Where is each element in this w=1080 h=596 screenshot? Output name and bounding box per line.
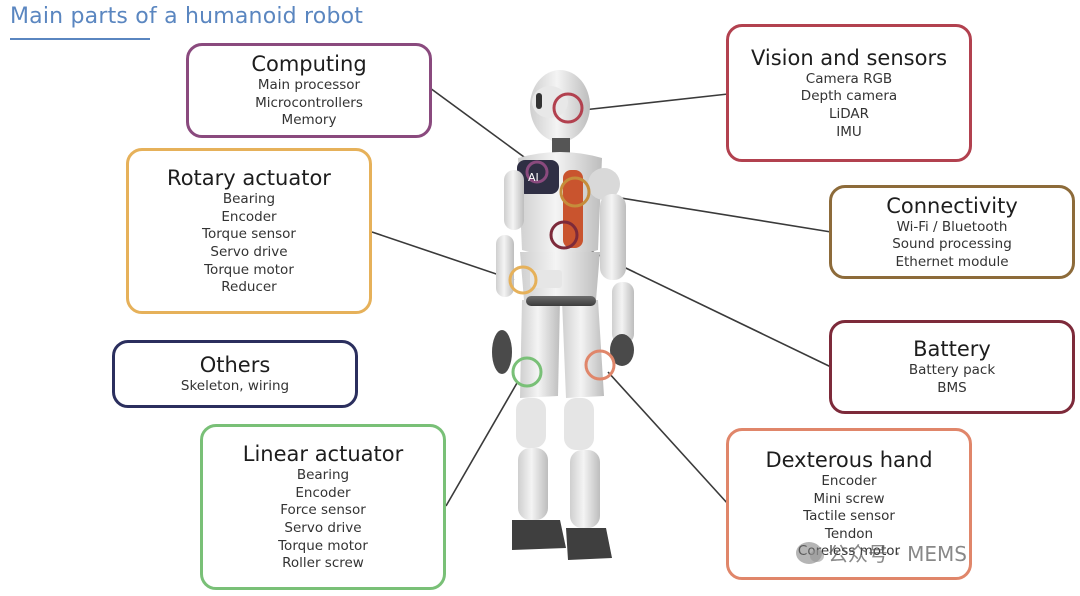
dexterous-hand-item: Mini screw (813, 490, 885, 507)
marker-computing (525, 160, 549, 184)
vision-sensors-box: Vision and sensors Camera RGB Depth came… (726, 24, 972, 162)
linear-actuator-box: Linear actuator Bearing Encoder Force se… (200, 424, 446, 590)
dexterous-hand-item: Tendon (824, 525, 874, 542)
marker-dexterous (584, 349, 616, 381)
connectivity-item: Sound processing (892, 236, 1012, 253)
line-connectivity (589, 192, 832, 233)
vision-sensors-heading: Vision and sensors (750, 45, 948, 70)
computing-item: Microcontrollers (255, 94, 363, 111)
rotary-actuator-box: Rotary actuator Bearing Encoder Torque s… (126, 148, 372, 314)
others-item: Skeleton, wiring (180, 378, 290, 395)
connectivity-box: Connectivity Wi-Fi / Bluetooth Sound pro… (829, 185, 1075, 279)
dexterous-hand-item: Encoder (821, 473, 877, 490)
line-linear (445, 382, 518, 507)
linear-actuator-item: Encoder (295, 484, 351, 501)
robot-chest-label: AI (528, 171, 539, 184)
line-vision (582, 93, 729, 111)
rotary-actuator-item: Servo drive (210, 244, 288, 260)
battery-item: Battery pack (908, 362, 996, 379)
rotary-actuator-item: Encoder (221, 208, 277, 225)
line-dexterous (607, 371, 729, 505)
linear-actuator-item: Torque motor (278, 537, 368, 554)
battery-heading: Battery (913, 337, 991, 362)
vision-sensors-item: IMU (836, 123, 862, 140)
linear-actuator-item: Bearing (296, 467, 350, 484)
computing-item: Main processor (257, 77, 361, 94)
rotary-actuator-item: Torque motor (204, 261, 294, 278)
line-computing (429, 87, 536, 166)
page-title: Main parts of a humanoid robot (10, 4, 364, 29)
vision-sensors-item: Depth camera (800, 88, 898, 105)
title-underline (10, 38, 150, 40)
line-rotary (371, 231, 515, 281)
rotary-actuator-item: Torque sensor (202, 226, 296, 243)
connectivity-item: Ethernet module (895, 253, 1009, 270)
others-box: Others Skeleton, wiring (112, 340, 358, 408)
wechat-logo-icon (796, 541, 824, 564)
battery-box: Battery Battery pack BMS (829, 320, 1075, 414)
marker-rotary (508, 265, 538, 295)
marker-vision (552, 92, 584, 124)
rotary-actuator-item: Reducer (221, 279, 277, 296)
marker-connectivity (559, 176, 591, 208)
linear-actuator-item: Roller screw (282, 555, 364, 572)
computing-heading: Computing (251, 52, 367, 77)
marker-battery (549, 220, 579, 250)
vision-sensors-item: LiDAR (828, 106, 870, 122)
computing-box: Computing Main processor Microcontroller… (186, 43, 432, 138)
computing-item: Memory (281, 112, 337, 129)
connectivity-item: Wi-Fi / Bluetooth (896, 218, 1008, 235)
watermark-text: 公众号 · MEMS (828, 542, 967, 566)
rotary-actuator-heading: Rotary actuator (167, 166, 331, 191)
others-heading: Others (199, 353, 271, 378)
vision-sensors-item: Camera RGB (805, 70, 893, 87)
dexterous-hand-item: Tactile sensor (803, 508, 895, 525)
robot-body (492, 70, 634, 560)
linear-actuator-item: Servo drive (284, 520, 362, 536)
dexterous-hand-heading: Dexterous hand (765, 448, 933, 473)
linear-actuator-item: Force sensor (280, 502, 366, 519)
watermark: 公众号 · MEMS (796, 538, 967, 567)
linear-actuator-heading: Linear actuator (242, 442, 404, 467)
rotary-actuator-item: Bearing (222, 191, 276, 208)
connectivity-heading: Connectivity (886, 193, 1018, 218)
marker-linear (511, 356, 543, 388)
battery-item: BMS (937, 380, 967, 396)
